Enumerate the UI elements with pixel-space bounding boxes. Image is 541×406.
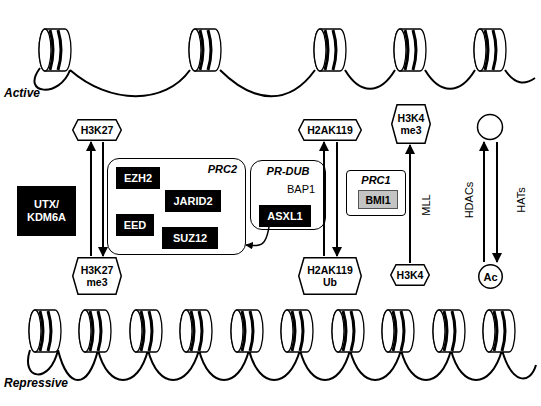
- node-text: JARID2: [173, 195, 212, 208]
- protein-box: JARID2: [165, 190, 221, 212]
- arrow-connector: [336, 142, 338, 256]
- edge-label: MLL: [420, 194, 432, 215]
- hexagon-shape: [299, 258, 362, 295]
- protein-box: SUZ12: [162, 227, 218, 249]
- nucleosome: [483, 310, 515, 352]
- node-body: UTX/ KDM6A: [17, 186, 76, 236]
- node-body: BMI1: [359, 191, 397, 208]
- node-body: H2AK119: [298, 119, 362, 141]
- complex-group: PRC1BMI1: [346, 170, 406, 216]
- arrow-connector: [102, 142, 104, 256]
- histone-mark: H2AK119: [298, 119, 362, 141]
- arrow-connector: [323, 142, 325, 256]
- node-text: H3K27: [81, 124, 114, 136]
- protein-name: BAP1: [287, 183, 315, 195]
- node-body: Ac: [478, 264, 503, 289]
- nucleosome: [332, 310, 364, 352]
- arrow-connector: [246, 227, 269, 246]
- node-body: JARID2: [165, 190, 221, 212]
- hexagon-shape: [392, 105, 431, 144]
- node-text: BMI1: [365, 194, 390, 206]
- histone-mark: H3K27 me3: [72, 257, 122, 295]
- node-text: EZH2: [124, 172, 152, 185]
- arrow-connector: [90, 142, 92, 256]
- node-text: H2AK119: [307, 124, 353, 136]
- node-text: Ac: [483, 271, 497, 283]
- arrow: [483, 142, 485, 262]
- node-body: H3K27: [72, 119, 122, 141]
- node-body: SUZ12: [162, 227, 218, 249]
- node-body: EED: [116, 214, 154, 236]
- protein-box: EZH2: [116, 167, 160, 189]
- state-label: Repressive: [4, 376, 68, 390]
- node-body: ASXL1: [259, 205, 311, 227]
- empty-circle: [478, 115, 503, 140]
- protein-box: UTX/ KDM6A: [17, 186, 76, 236]
- node-text: H3K27 me3: [77, 264, 117, 288]
- arrow: [496, 142, 498, 262]
- dna-strand: [28, 68, 536, 380]
- nucleosome: [79, 310, 111, 352]
- protein-box: ASXL1: [259, 205, 311, 227]
- node-text: H2AK119 Ub: [303, 264, 357, 288]
- hexagon-shape: [299, 120, 362, 141]
- nucleosome: [281, 310, 313, 352]
- nucleosome: [189, 29, 221, 71]
- node-body: EZH2: [116, 167, 160, 189]
- nucleosome: [130, 310, 162, 352]
- group-heading: PR-DUB: [251, 165, 325, 177]
- group-heading: PRC2: [208, 163, 237, 175]
- acetyl-circle: Ac: [478, 264, 503, 289]
- hexagon-shape: [73, 120, 122, 141]
- group-heading: PRC1: [347, 174, 405, 186]
- nucleosome: [180, 310, 212, 352]
- complex-group: PR-DUB BAP1ASXL1: [250, 160, 326, 230]
- node-text: EED: [124, 219, 147, 232]
- histone-mark: H3K4 me3: [391, 104, 431, 144]
- node-body: H2AK119 Ub: [298, 257, 362, 295]
- enzyme-label: HDACs: [463, 182, 475, 219]
- nucleosome: [29, 310, 61, 352]
- nucleosome-row: [39, 29, 506, 71]
- hexagon-shape: [73, 258, 122, 295]
- nucleosome: [394, 29, 426, 71]
- histone-mark: H3K4: [390, 264, 430, 286]
- node-body: H3K4 me3: [391, 104, 431, 144]
- protein-box: BMI1: [358, 190, 398, 209]
- circle-shape: [479, 265, 503, 289]
- nucleosome: [231, 310, 263, 352]
- protein-box: EED: [116, 214, 154, 236]
- node-text: SUZ12: [173, 232, 207, 245]
- node-text: H3K4: [397, 269, 424, 281]
- nucleosome: [39, 29, 71, 71]
- complex-group: PRC2EZH2JARID2EED SUZ12: [107, 158, 246, 255]
- node-body: H3K27 me3: [72, 257, 122, 295]
- state-label: Active: [4, 86, 40, 100]
- node-text: UTX/ KDM6A: [19, 198, 74, 224]
- node-body: H3K4: [390, 264, 430, 286]
- nucleosome: [382, 310, 414, 352]
- nucleosome-row: [29, 310, 515, 352]
- hexagon-shape: [391, 265, 430, 286]
- node-text: H3K4 me3: [396, 112, 426, 136]
- histone-mark: H2AK119 Ub: [298, 257, 362, 295]
- arrow-connector: [409, 145, 411, 263]
- node-text: ASXL1: [267, 210, 302, 223]
- enzyme-label: HATs: [515, 187, 527, 212]
- nucleosome: [433, 310, 465, 352]
- histone-mark: H3K27: [72, 119, 122, 141]
- nucleosome: [314, 29, 346, 71]
- nucleosome: [474, 29, 506, 71]
